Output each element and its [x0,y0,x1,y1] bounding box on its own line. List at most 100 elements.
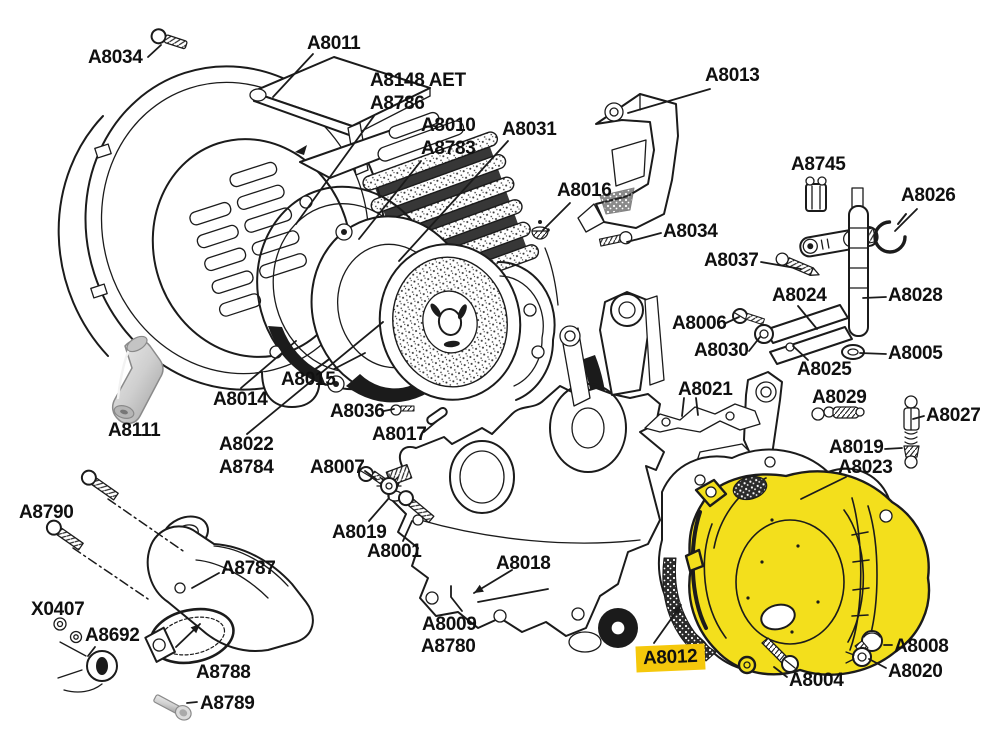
part-label-a8004[interactable]: A8004 [789,670,844,691]
leader-line [364,470,377,480]
part-label-a8745[interactable]: A8745 [791,154,846,175]
leader-line [792,345,809,361]
leader-line [797,305,818,330]
part-label-a8692[interactable]: A8692 [85,625,140,646]
part-label-a8034[interactable]: A8034 [663,221,718,242]
leader-line [912,415,925,420]
part-label-a8019[interactable]: A8019 [332,522,387,543]
leader-line [862,296,887,299]
part-label-a8027[interactable]: A8027 [926,405,981,426]
part-label-a8148-aet[interactable]: A8148 AET [370,70,466,91]
leader-arrowhead [672,605,681,615]
part-label-a8016[interactable]: A8016 [557,180,612,201]
leader-line [368,497,390,522]
part-label-a8788[interactable]: A8788 [196,662,251,683]
leader-arrowhead [190,624,200,634]
leader-line [760,261,802,270]
leader-line [240,340,297,389]
part-label-a8017[interactable]: A8017 [372,424,427,445]
leader-line [333,352,366,370]
part-label-a8015[interactable]: A8015 [281,369,336,390]
leader-line [358,160,422,240]
part-label-a8006[interactable]: A8006 [672,313,727,334]
leader-lines-layer [72,44,925,704]
part-label-a8019[interactable]: A8019 [829,437,884,458]
part-label-a8007[interactable]: A8007 [310,457,365,478]
part-label-a8018[interactable]: A8018 [496,553,551,574]
leader-line [398,140,509,262]
leader-line [800,476,847,500]
leader-line [186,701,198,704]
fan-cover-drawing [57,65,386,408]
leader-line [626,232,662,243]
leader-line [773,666,788,678]
part-label-a8784[interactable]: A8784 [219,457,274,478]
bracket-drawing [577,93,679,233]
leader-line [542,202,571,231]
part-label-a8780[interactable]: A8780 [421,636,476,657]
part-label-a8787[interactable]: A8787 [221,558,276,579]
part-label-a8005[interactable]: A8005 [888,343,943,364]
leader-arrowhead [474,584,484,593]
part-label-a8783[interactable]: A8783 [421,138,476,159]
part-label-a8037[interactable]: A8037 [704,250,759,271]
part-label-a8009[interactable]: A8009 [422,614,477,635]
flywheel-drawing [378,243,522,401]
shroud-plate-drawing [249,56,449,179]
leader-line [423,420,438,433]
part-label-a8020[interactable]: A8020 [888,661,943,682]
leader-line [884,447,903,450]
leader-line [72,547,149,600]
leader-line [477,588,549,603]
leader-line [246,321,384,435]
leader-line [450,585,463,612]
part-label-a8036[interactable]: A8036 [330,401,385,422]
part-label-a8026[interactable]: A8026 [901,185,956,206]
part-label-a8014[interactable]: A8014 [213,389,268,410]
part-label-a8021[interactable]: A8021 [678,379,733,400]
part-label-a8008[interactable]: A8008 [894,636,949,657]
hardware-right-drawing [732,176,920,469]
leader-line [402,520,413,542]
hardware-middle-drawing [150,28,633,524]
part-label-a8034[interactable]: A8034 [88,47,143,68]
part-label-a8001[interactable]: A8001 [367,541,422,562]
part-label-a8031[interactable]: A8031 [502,119,557,140]
part-label-a8789[interactable]: A8789 [200,693,255,714]
part-label-a8790[interactable]: A8790 [19,502,74,523]
part-label-a8028[interactable]: A8028 [888,285,943,306]
engine-exploded-drawing [45,28,931,721]
leader-line [681,397,685,417]
part-label-a8029[interactable]: A8029 [812,387,867,408]
part-label-a8013[interactable]: A8013 [705,65,760,86]
part-label-a8010[interactable]: A8010 [421,115,476,136]
leader-line [87,646,96,657]
leader-line [859,352,887,355]
leader-line [272,53,314,98]
part-label-a8786[interactable]: A8786 [370,93,425,114]
leader-line [383,408,395,412]
leader-line [107,498,187,554]
part-label-a8011[interactable]: A8011 [307,33,361,54]
starter-assembly-drawing [45,469,314,721]
leader-line [147,44,162,58]
part-label-a8111[interactable]: A8111 [108,420,161,441]
part-label-a8012[interactable]: A8012 [635,643,706,673]
intake-elbow-drawing [111,335,164,425]
cover-screws-drawing [761,630,883,673]
part-label-a8022[interactable]: A8022 [219,434,274,455]
clutch-cover-highlighted-drawing [684,470,931,676]
part-label-a8030[interactable]: A8030 [694,340,749,361]
part-label-a8023[interactable]: A8023 [838,457,893,478]
leader-line [894,208,918,232]
part-label-a8025[interactable]: A8025 [797,359,852,380]
leader-line [748,336,761,352]
part-label-x0407[interactable]: X0407 [31,599,85,620]
leader-line [725,316,740,324]
leader-line [868,658,887,669]
leader-line [295,115,375,225]
part-label-a8024[interactable]: A8024 [772,285,827,306]
